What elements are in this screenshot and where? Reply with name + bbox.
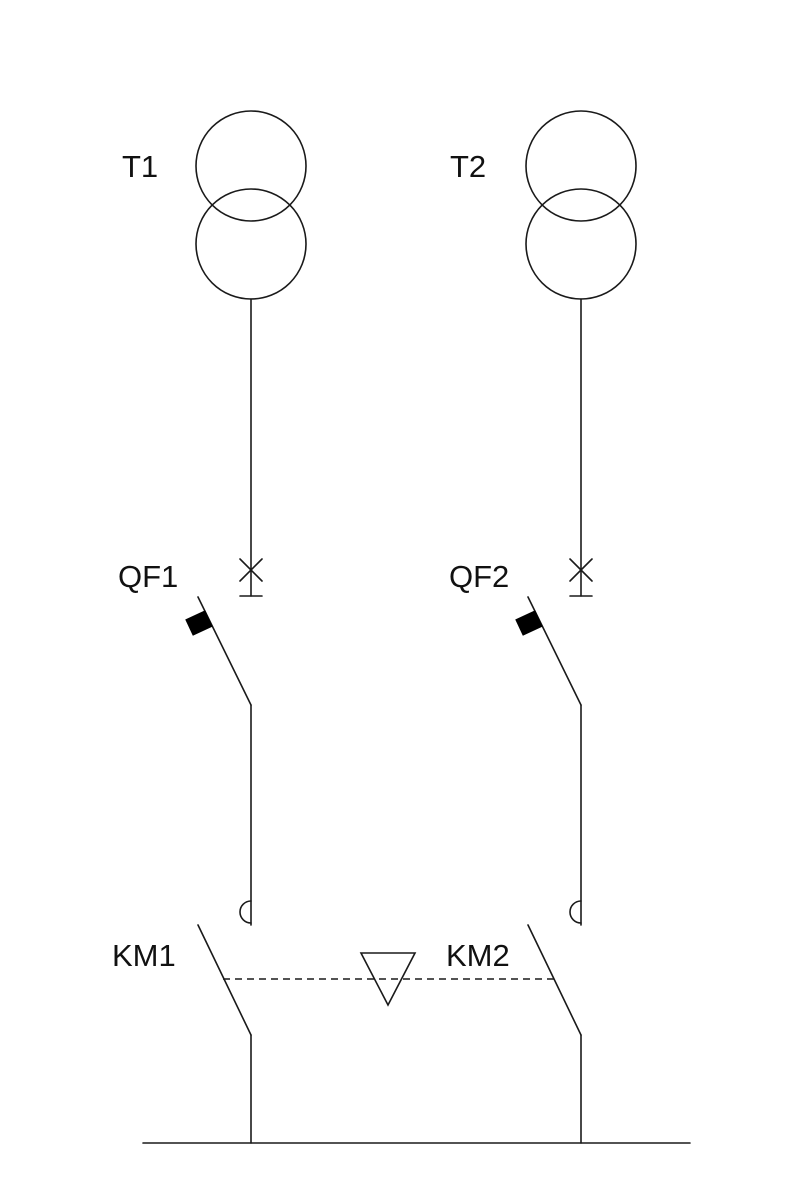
breaker-qf2-label: QF2 [449,559,509,594]
contactor-km1-label: KM1 [112,938,176,973]
breaker-qf1-icon [185,558,263,926]
branch-2: T2 QF2 KM2 [446,110,637,1144]
contactor-km2-icon [527,900,582,1144]
breaker-qf1-label: QF1 [118,559,178,594]
contactor-km2-label: KM2 [446,938,510,973]
branch-1: T1 QF1 KM1 [112,110,307,1144]
transformer-t2-label: T2 [450,149,486,184]
transformer-t2-icon [525,110,637,300]
transformer-t1-icon [195,110,307,300]
contactor-km1-icon [197,900,252,1144]
transformer-t1-label: T1 [122,149,158,184]
breaker-qf2-icon [515,558,593,926]
mechanical-interlock-icon [223,952,556,1007]
